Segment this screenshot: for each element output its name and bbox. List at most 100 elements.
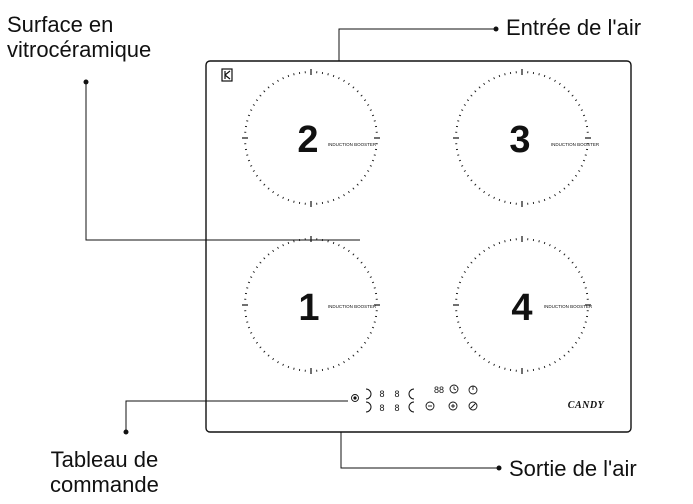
zone-ring-tick <box>580 165 583 167</box>
zone-ring-tick <box>466 99 470 102</box>
zone-ring-tick <box>282 363 284 366</box>
zone-ring-tick <box>470 94 473 97</box>
zone-ring-tick <box>461 332 464 334</box>
zone-ring-tick <box>356 350 359 353</box>
zone-ring-tick <box>352 86 355 89</box>
power-icon[interactable] <box>468 385 478 395</box>
zone-number: 1 <box>298 287 319 329</box>
zone-ring-tick <box>371 114 375 117</box>
zone-ring-tick <box>580 276 583 278</box>
zone-ring-tick <box>574 266 578 269</box>
zone-ring-tick <box>574 174 578 177</box>
zone-select-right-icon[interactable] <box>408 401 415 413</box>
zone-ring-tick <box>371 326 375 329</box>
zone-select-left-icon[interactable] <box>365 388 372 400</box>
zone-ring-tick <box>584 287 587 289</box>
minus-icon[interactable] <box>425 401 435 411</box>
zone-ring-tick <box>478 354 481 357</box>
zone-ring-tick <box>259 346 262 349</box>
zone-ring-tick <box>369 276 372 278</box>
zone-ring-tick <box>369 109 372 111</box>
brand-logo: CANDY <box>568 400 605 411</box>
callout-surface-line1: Surface en <box>7 12 114 37</box>
zone-ring-tick <box>483 190 486 194</box>
zone-ring-tick <box>563 187 566 190</box>
zone-ring-tick <box>463 170 466 172</box>
zone-ring-tick <box>367 271 370 273</box>
zone-ring-tick <box>272 357 275 361</box>
zone-ring-tick <box>478 187 481 190</box>
timer-icon[interactable] <box>449 384 459 394</box>
zone-ring-tick <box>338 77 340 80</box>
zone-ring-tick <box>327 367 329 370</box>
zone-display-digit: 8 <box>394 403 399 413</box>
zone-ring-tick <box>327 200 329 203</box>
plus-icon[interactable] <box>448 401 458 411</box>
zone-ring-tick <box>267 187 270 190</box>
zone-ring-tick <box>332 241 335 245</box>
zone-ring-tick <box>327 73 329 76</box>
zone-ring-tick <box>543 241 546 245</box>
zone-ring-tick <box>363 174 367 177</box>
zone-ring-tick <box>272 190 275 194</box>
zone-ring-tick <box>347 249 350 253</box>
zone-ring-tick <box>247 326 251 329</box>
zone-select-right-icon[interactable] <box>408 388 415 400</box>
zone-ring-tick <box>466 174 470 177</box>
zone-ring-tick <box>255 341 259 344</box>
zone-ring-tick <box>488 361 490 364</box>
zone-ring-tick <box>458 159 462 162</box>
zone-ring-tick <box>554 361 556 364</box>
main-power-button[interactable] <box>351 394 359 402</box>
zone-ring-tick <box>363 341 367 344</box>
zone-ring-tick <box>571 346 574 349</box>
callout-air-out: Sortie de l'air <box>509 456 637 481</box>
zone-ring-tick <box>504 200 506 203</box>
zone-ring-tick <box>356 90 359 93</box>
zone-ring-tick <box>252 104 255 106</box>
zone-ring-tick <box>498 241 501 245</box>
zone-ring-tick <box>287 241 290 245</box>
zone-label: INDUCTION BOOSTER <box>551 142 600 147</box>
zone-ring-tick <box>549 77 551 80</box>
zone-ring-tick <box>277 361 279 364</box>
leader-air-in <box>338 26 499 61</box>
leader-surface <box>83 79 360 241</box>
zone-ring-tick <box>282 196 284 199</box>
zone-ring-tick <box>474 90 477 93</box>
zone-ring-tick <box>287 365 290 369</box>
zone-ring-tick <box>247 281 251 284</box>
zone-ring-tick <box>584 154 587 156</box>
zone-ring-tick <box>461 109 464 111</box>
zone-ring-tick <box>343 79 345 82</box>
zone-ring-tick <box>263 90 266 93</box>
zone-ring-tick <box>367 337 370 339</box>
zone-ring-tick <box>250 165 253 167</box>
zone-ring-tick <box>538 200 540 203</box>
zone-select-left-icon[interactable] <box>365 401 372 413</box>
zone-ring-tick <box>293 367 295 370</box>
zone-ring-tick <box>582 326 586 329</box>
lock-icon[interactable] <box>468 401 478 411</box>
zone-ring-tick <box>259 179 262 182</box>
zone-ring-tick <box>360 94 363 97</box>
zone-ring-tick <box>457 120 460 122</box>
zone-ring-tick <box>338 196 340 199</box>
zone-number: 3 <box>509 119 530 161</box>
cooking-zone-3: 3 INDUCTION BOOSTER <box>453 69 600 207</box>
leader-air-out <box>340 432 502 471</box>
zone-ring-tick <box>478 253 481 256</box>
zone-ring-tick <box>549 363 551 366</box>
zone-ring-tick <box>461 276 464 278</box>
callout-surface: Surface en vitrocéramique <box>7 12 151 62</box>
zone-ring-tick <box>504 73 506 76</box>
zone-ring-tick <box>466 266 470 269</box>
zone-ring-tick <box>493 77 495 80</box>
zone-ring-tick <box>463 271 466 273</box>
zone-ring-tick <box>461 165 464 167</box>
zone-label: INDUCTION BOOSTER <box>544 304 593 309</box>
zone-ring-tick <box>571 94 574 97</box>
zone-ring-tick <box>282 244 284 247</box>
zone-ring-tick <box>488 246 490 249</box>
